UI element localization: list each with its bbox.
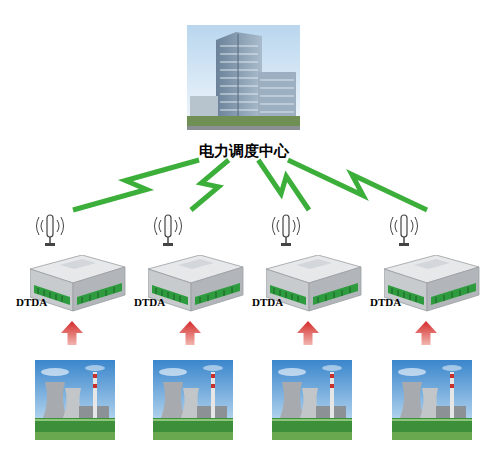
annex	[258, 72, 296, 118]
tower-edge	[238, 34, 239, 118]
low-building	[190, 96, 218, 118]
tower	[216, 32, 262, 118]
device-name: DTDA	[370, 296, 401, 309]
trees	[187, 116, 300, 130]
red-arrow	[179, 321, 201, 345]
power-plants	[35, 360, 472, 440]
dispatch-center: 电力调度中心	[185, 22, 302, 160]
wireless-link	[73, 160, 199, 210]
dtda-device: DTDA	[368, 210, 486, 318]
red-arrow	[415, 321, 437, 345]
device-name: DTDA	[134, 296, 165, 309]
dispatch-building-photo	[187, 25, 300, 130]
wireless-link	[258, 160, 309, 210]
dtda-device: DTDA	[14, 210, 132, 318]
red-arrow	[61, 321, 83, 345]
annex-windows	[260, 80, 294, 112]
wireless-link	[288, 160, 427, 210]
devices	[30, 255, 479, 311]
antenna	[37, 215, 64, 246]
tower-windows	[220, 46, 258, 110]
antenna	[155, 215, 182, 246]
red-arrow	[297, 321, 319, 345]
power-plant-photo	[153, 360, 233, 440]
center-name: 电力调度中心	[185, 142, 302, 160]
antenna	[391, 215, 418, 246]
antennas	[37, 215, 418, 246]
power-plant-photo	[392, 360, 472, 440]
photo-sky	[187, 25, 300, 130]
dtda-device: DTDA	[132, 210, 250, 318]
wireless-link	[191, 160, 229, 210]
road	[187, 126, 300, 130]
power-plant-photo	[272, 360, 352, 440]
data-arrows	[61, 321, 437, 345]
dtda-device: DTDA	[250, 210, 368, 318]
device-name: DTDA	[16, 296, 47, 309]
device-name: DTDA	[252, 296, 283, 309]
power-plant-photo	[35, 360, 115, 440]
antenna	[273, 215, 300, 246]
